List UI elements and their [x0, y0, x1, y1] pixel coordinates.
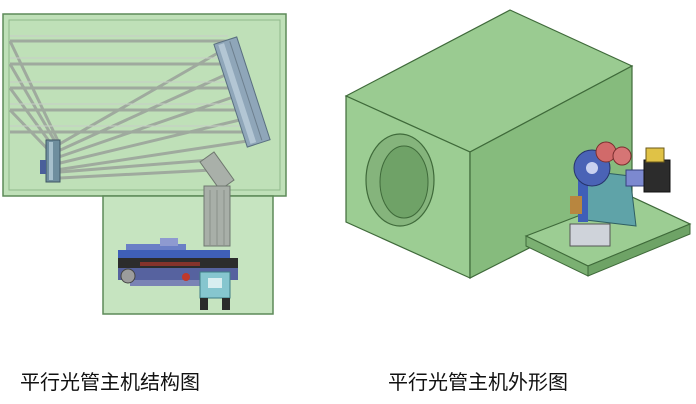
- drive-mechanism: [118, 238, 238, 310]
- beam-lines-thin: [10, 35, 252, 127]
- aperture-inner: [379, 145, 429, 219]
- exterior-drawing: [344, 9, 692, 279]
- secondary-mirror: [40, 139, 61, 183]
- inner-frame: [8, 19, 281, 191]
- exterior-mechanism: [569, 141, 671, 247]
- structure-caption: 平行光管主机结构图: [20, 370, 200, 394]
- structure-view: [0, 0, 300, 330]
- primary-mirror: [213, 36, 271, 148]
- fold-prism: [199, 151, 235, 247]
- structure-drawing: [2, 13, 287, 315]
- exterior-caption: 平行光管主机外形图: [388, 370, 568, 394]
- exterior-view: [330, 0, 696, 300]
